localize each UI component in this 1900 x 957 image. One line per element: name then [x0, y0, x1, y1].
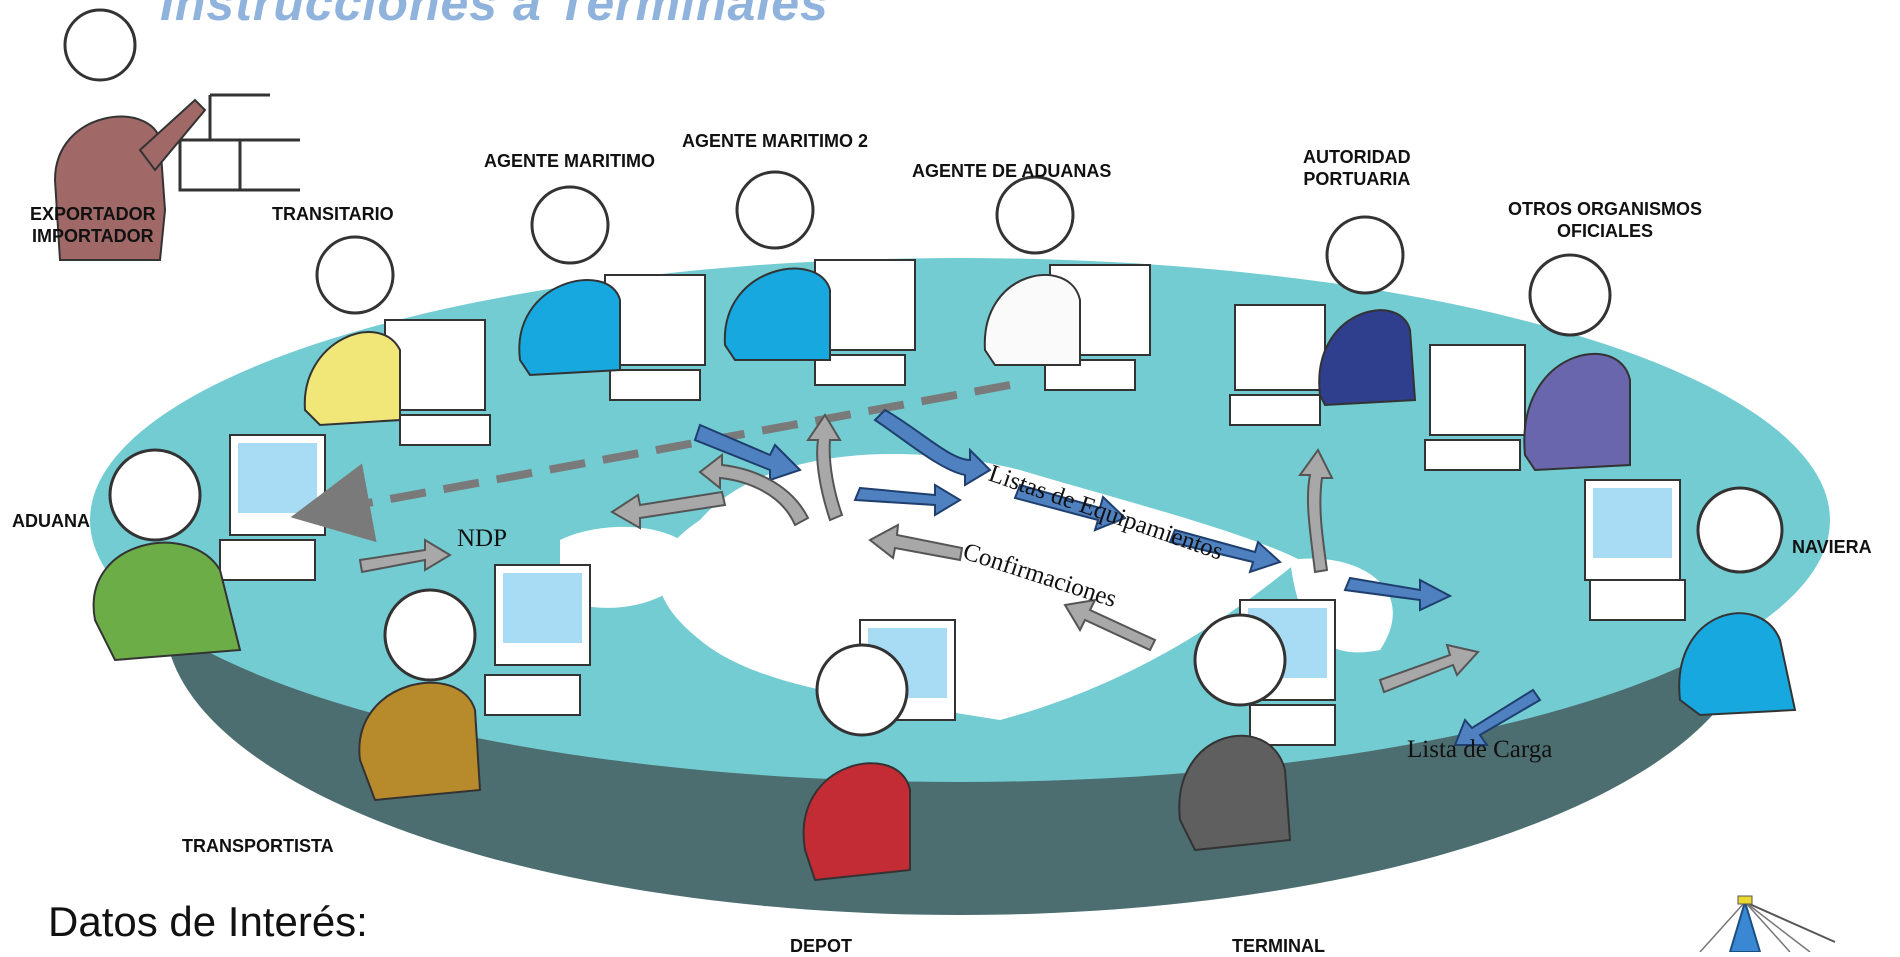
figure-otros-organismos	[1424, 253, 1631, 472]
page-title: Instrucciones a Terminales	[160, 0, 829, 31]
screen-aduana	[238, 443, 317, 513]
label-exportador-importador: EXPORTADOR IMPORTADOR	[30, 204, 156, 246]
label-agente-maritimo: AGENTE MARITIMO	[484, 151, 655, 171]
keyboard-otros-organismos	[1424, 439, 1521, 471]
person-body-agente-aduanas	[983, 274, 1081, 366]
person-body-otros-organismos	[1523, 352, 1631, 472]
blue-arrow-2	[873, 408, 992, 487]
person-body-aduana	[92, 541, 242, 662]
crane-icon	[1699, 895, 1836, 952]
monitor-otros-organismos	[1429, 344, 1526, 436]
monitor-transitario	[384, 319, 486, 411]
person-head-otros-organismos	[1528, 253, 1612, 337]
crane-boom	[1744, 901, 1836, 943]
gray-arrow-1	[358, 538, 452, 574]
person-head-transportista	[383, 588, 477, 682]
keyboard-autoridad-portuaria	[1229, 394, 1321, 426]
person-body-terminal	[1178, 734, 1292, 852]
person-head-depot	[815, 643, 909, 737]
person-body-agente-maritimo-2	[723, 267, 831, 361]
figure-autoridad-portuaria	[1229, 215, 1417, 426]
screen-transportista	[503, 573, 582, 643]
label-autoridad-portuaria: AUTORIDAD PORTUARIA	[1303, 147, 1411, 189]
label-agente-maritimo-2: AGENTE MARITIMO 2	[682, 131, 869, 151]
label-terminal: TERMINAL	[1232, 936, 1325, 956]
keyboard-agente-maritimo	[609, 369, 701, 401]
figure-terminal	[1178, 599, 1336, 852]
crane-mast	[1728, 898, 1762, 952]
flow-label-lista-carga: Lista de Carga	[1407, 736, 1553, 763]
flow-label-ndp: NDP	[457, 525, 508, 552]
gray-arrows	[358, 413, 1480, 694]
keyboard-aduana	[219, 539, 316, 581]
person-body-transportista	[358, 681, 482, 802]
blue-arrow-5	[1168, 528, 1282, 574]
blue-arrows	[693, 408, 1542, 746]
person-body-exportador	[53, 115, 167, 261]
person-head-exportador	[63, 8, 137, 82]
person-head-transitario	[315, 235, 395, 315]
person-head-autoridad-portuaria	[1325, 215, 1405, 295]
figure-aduana	[92, 434, 326, 662]
screen-naviera	[1593, 488, 1672, 558]
gray-arrow-6	[1063, 598, 1157, 652]
person-head-agente-maritimo	[530, 185, 610, 265]
figure-depot	[802, 619, 956, 882]
person-head-naviera	[1696, 486, 1784, 574]
figure-transitario	[303, 235, 491, 446]
label-naviera: NAVIERA	[1792, 537, 1872, 557]
gray-arrow-3	[610, 490, 727, 530]
datos-de-interes: Datos de Interés:	[48, 898, 368, 945]
gray-arrow-7	[1298, 448, 1334, 574]
blue-arrow-3	[853, 483, 962, 517]
label-agente-aduanas: AGENTE DE ADUANAS	[912, 161, 1112, 181]
label-transitario: TRANSITARIO	[272, 204, 394, 224]
keyboard-terminal	[1249, 704, 1336, 746]
person-head-agente-aduanas	[995, 175, 1075, 255]
blue-arrow-7	[1453, 688, 1542, 746]
label-otros-organismos: OTROS ORGANISMOS OFICIALES	[1508, 199, 1703, 241]
gray-arrow-8	[1378, 643, 1480, 694]
monitor-autoridad-portuaria	[1234, 304, 1326, 391]
person-body-depot	[802, 762, 911, 882]
keyboard-naviera	[1589, 579, 1686, 621]
dashed-flow-line	[290, 381, 1011, 543]
keyboard-transitario	[399, 414, 491, 446]
figure-agente-maritimo-2	[723, 170, 916, 386]
label-transportista: TRANSPORTISTA	[182, 836, 334, 856]
figure-agente-aduanas	[983, 175, 1151, 391]
crane-top	[1737, 895, 1753, 905]
person-head-terminal	[1193, 613, 1287, 707]
person-body-agente-maritimo	[518, 279, 621, 377]
table-center-white	[658, 454, 1300, 720]
keyboard-transportista	[484, 674, 581, 716]
table-white-patch-left	[560, 526, 700, 608]
org-chart-icon	[178, 93, 300, 192]
blue-arrow-4	[1013, 483, 1127, 532]
person-arm-exportador	[138, 98, 207, 172]
person-head-agente-maritimo-2	[735, 170, 815, 250]
monitor-agente-maritimo	[604, 274, 706, 366]
gray-arrow-5	[868, 523, 964, 562]
gray-arrow-4	[806, 413, 844, 522]
figure-exportador	[53, 8, 300, 261]
person-head-aduana	[108, 448, 202, 542]
person-body-naviera	[1678, 612, 1797, 717]
blue-arrow-1	[693, 423, 802, 482]
blue-arrow-6	[1343, 576, 1453, 612]
person-body-transitario	[303, 331, 401, 427]
figure-naviera	[1584, 479, 1797, 717]
label-depot: DEPOT	[790, 936, 853, 956]
label-aduana: ADUANA	[12, 511, 90, 531]
figure-agente-maritimo	[518, 185, 706, 401]
person-body-autoridad-portuaria	[1318, 309, 1417, 407]
crane-cables	[1699, 901, 1811, 952]
gray-arrow-2	[698, 452, 810, 527]
figure-transportista	[358, 564, 591, 802]
